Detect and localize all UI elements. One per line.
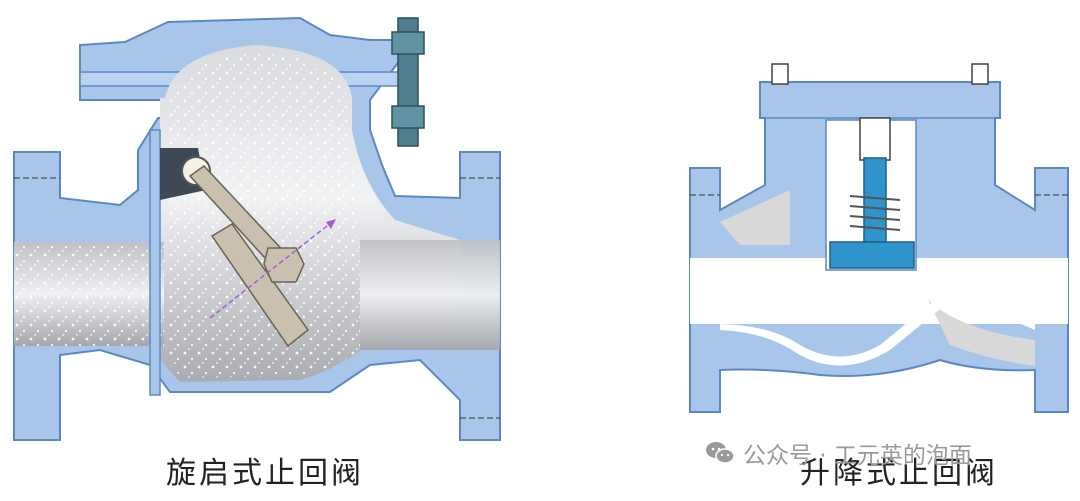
spring (849, 195, 901, 231)
disc-nut (263, 247, 305, 283)
wechat-icon (706, 442, 735, 464)
swing-check-valve (13, 16, 501, 441)
bonnet-bolt-right (971, 63, 989, 85)
lower-passage (720, 300, 1035, 366)
guide-stem (859, 117, 891, 161)
swing-disc (210, 223, 310, 348)
flow-arrowhead (326, 219, 336, 229)
bonnet-bolt-left (771, 63, 789, 85)
lift-disc (829, 241, 915, 269)
bolt-nut-top (391, 31, 425, 55)
lift-valve-caption: 升降式止回阀 (800, 456, 998, 491)
seat-wall (149, 129, 161, 396)
internal-web-right (928, 300, 1035, 366)
lift-check-valve (689, 63, 1069, 413)
flow-particles-chamber (166, 52, 360, 378)
watermark-text: 公众号 · 工元英的泡面 (743, 443, 972, 469)
flow-arrow (209, 221, 333, 319)
swing-valve-caption: 旋启式止回阀 (166, 456, 364, 491)
watermark: 公众号 · 工元英的泡面 (705, 436, 972, 470)
bolt-nut-bottom (391, 105, 425, 129)
internal-web-left (720, 190, 790, 245)
flow-particles-inlet (14, 242, 164, 346)
outlet-bore (360, 240, 500, 350)
